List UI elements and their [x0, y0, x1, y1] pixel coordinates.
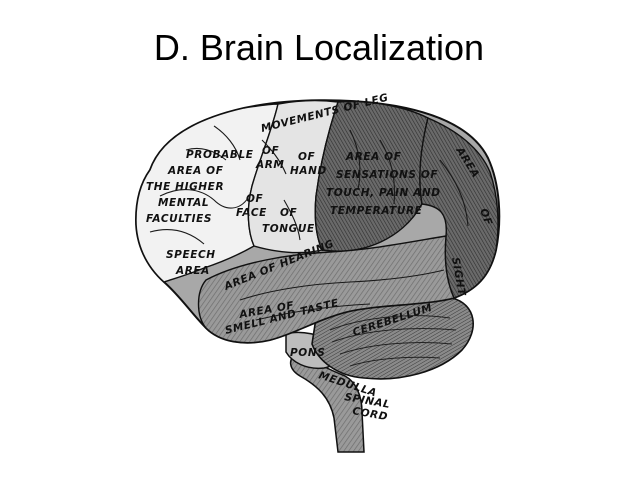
cerebellum-folds: [329, 315, 457, 367]
label-hand-2: HAND: [290, 165, 327, 177]
label-sight-2: OF: [477, 207, 494, 228]
label-speech-2: AREA: [175, 265, 210, 277]
label-sensation-1: AREA OF: [345, 151, 402, 163]
label-sensation-3: TOUCH, PAIN AND: [326, 187, 441, 199]
label-probable-1: PROBABLE: [186, 149, 254, 161]
label-probable-5: FACULTIES: [146, 213, 212, 225]
slide-title: D. Brain Localization: [153, 27, 485, 68]
label-arm-2: ARM: [255, 159, 284, 171]
label-probable-4: MENTAL: [158, 197, 209, 209]
temporal-lobe: [197, 235, 455, 344]
label-tongue-1: OF: [280, 207, 298, 219]
gyri: [149, 125, 469, 321]
label-speech-1: SPEECH: [166, 249, 216, 261]
label-face-1: OF: [246, 193, 264, 205]
label-tongue-2: TONGUE: [262, 223, 315, 235]
label-pons: PONS: [290, 347, 325, 359]
label-arm-1: OF: [262, 145, 280, 157]
label-sensation-2: SENSATIONS OF: [336, 169, 438, 181]
label-sensation-4: TEMPERATURE: [330, 205, 423, 217]
spinal-cord: [289, 351, 365, 453]
label-face-2: FACE: [236, 207, 267, 219]
label-probable-2: AREA OF: [167, 165, 224, 177]
label-probable-3: THE HIGHER: [146, 181, 224, 193]
label-hand-1: OF: [298, 151, 316, 163]
